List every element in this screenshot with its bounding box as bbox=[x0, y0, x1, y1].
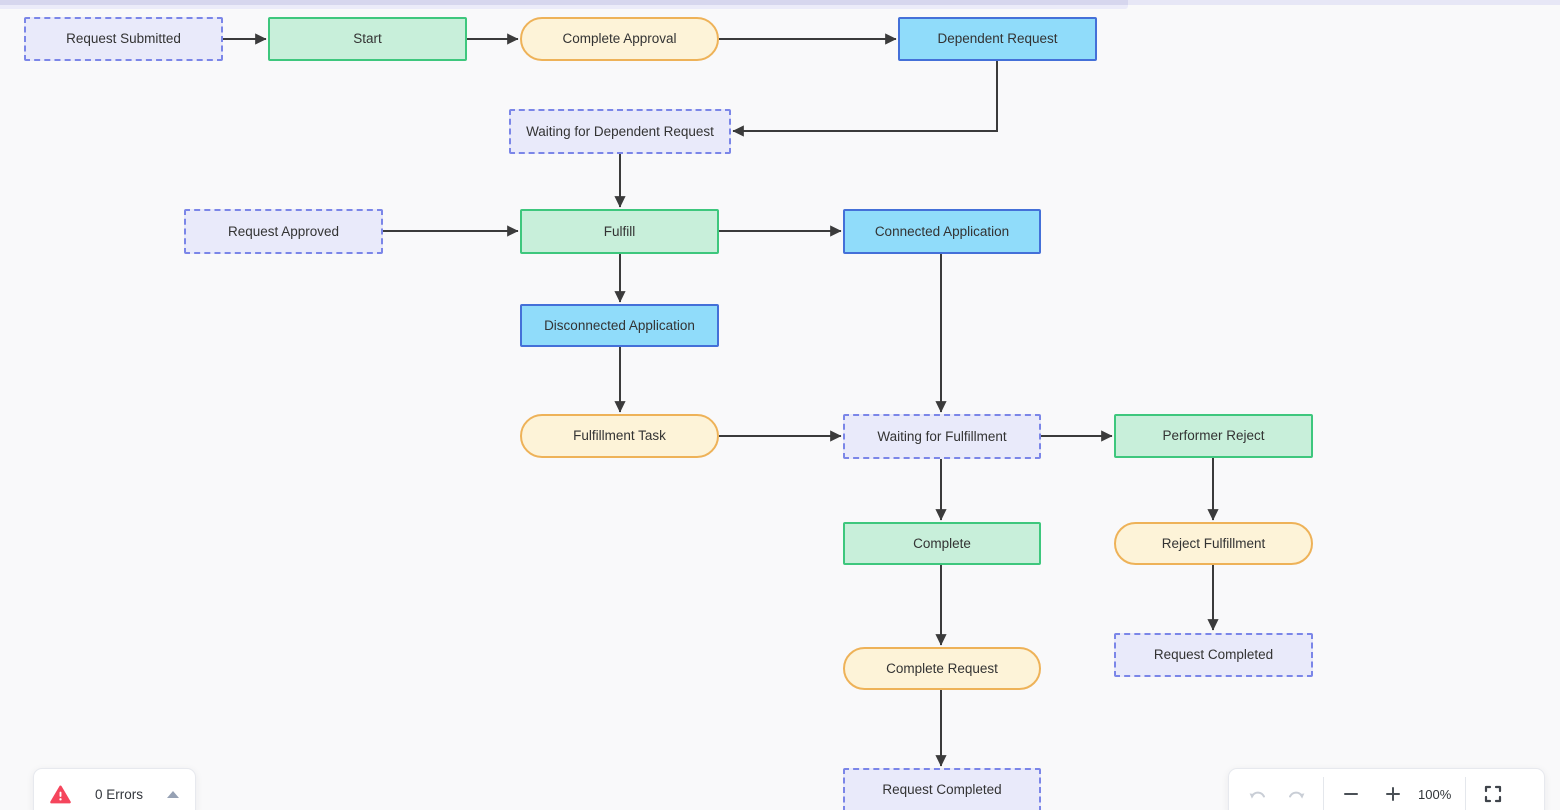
connector bbox=[732, 61, 998, 137]
horizontal-scrollbar-thumb[interactable] bbox=[0, 0, 1128, 9]
node-complete-approval[interactable]: Complete Approval bbox=[520, 17, 719, 61]
errors-count-label: 0 Errors bbox=[94, 786, 143, 802]
toolbar-divider bbox=[1323, 777, 1324, 810]
node-request-completed-bottom[interactable]: Request Completed bbox=[843, 768, 1041, 810]
node-request-submitted[interactable]: Request Submitted bbox=[24, 17, 223, 61]
node-dependent-request[interactable]: Dependent Request bbox=[898, 17, 1097, 61]
toolbar-divider bbox=[1465, 777, 1467, 810]
zoom-level-label[interactable]: 100% bbox=[1418, 786, 1452, 802]
errors-toggle-button[interactable]: 0 Errors bbox=[34, 769, 195, 810]
redo-button[interactable] bbox=[1283, 781, 1309, 807]
node-fulfillment-task[interactable]: Fulfillment Task bbox=[520, 414, 719, 458]
node-complete[interactable]: Complete bbox=[843, 522, 1041, 565]
zoom-in-button[interactable] bbox=[1380, 781, 1406, 807]
node-start[interactable]: Start bbox=[268, 17, 467, 61]
zoom-out-button[interactable] bbox=[1338, 781, 1364, 807]
fullscreen-button[interactable] bbox=[1480, 781, 1506, 807]
node-performer-reject[interactable]: Performer Reject bbox=[1114, 414, 1313, 458]
node-request-approved[interactable]: Request Approved bbox=[184, 209, 383, 254]
errors-panel: 0 Errors bbox=[33, 768, 196, 810]
undo-icon bbox=[1247, 786, 1269, 802]
horizontal-scrollbar bbox=[0, 0, 1560, 9]
fullscreen-icon bbox=[1483, 784, 1503, 804]
node-request-completed-right[interactable]: Request Completed bbox=[1114, 633, 1313, 677]
node-reject-fulfillment[interactable]: Reject Fulfillment bbox=[1114, 522, 1313, 565]
undo-button[interactable] bbox=[1245, 781, 1271, 807]
zoom-in-icon bbox=[1384, 785, 1402, 803]
canvas-zoom-toolbar: 100% bbox=[1228, 768, 1545, 810]
node-disconnected-application[interactable]: Disconnected Application bbox=[520, 304, 719, 347]
node-waiting-for-fulfillment[interactable]: Waiting for Fulfillment bbox=[843, 414, 1041, 459]
node-fulfill[interactable]: Fulfill bbox=[520, 209, 719, 254]
warning-triangle-icon bbox=[50, 785, 71, 804]
chevron-up-icon bbox=[166, 790, 179, 798]
node-complete-request[interactable]: Complete Request bbox=[843, 647, 1041, 690]
node-waiting-for-dependent-request[interactable]: Waiting for Dependent Request bbox=[509, 109, 731, 154]
node-connected-application[interactable]: Connected Application bbox=[843, 209, 1041, 254]
zoom-out-icon bbox=[1342, 785, 1360, 803]
redo-icon bbox=[1285, 786, 1307, 802]
